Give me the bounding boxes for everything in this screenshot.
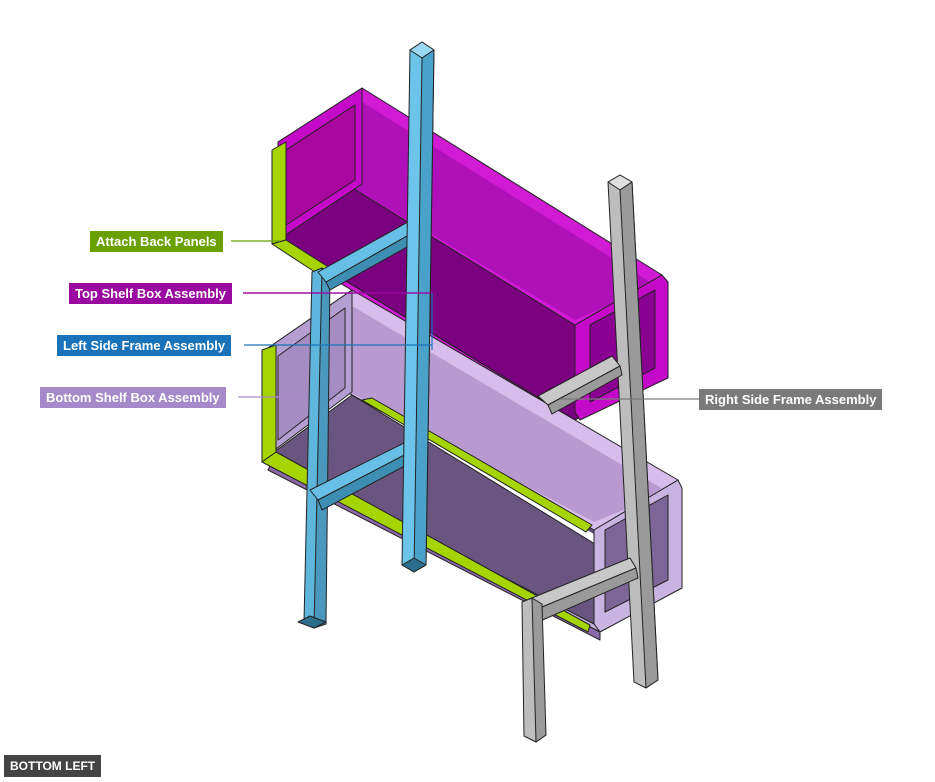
label-bottom-shelf-box: Bottom Shelf Box Assembly [40, 387, 226, 408]
right-side-frame [521, 174, 659, 743]
label-left-side-frame: Left Side Frame Assembly [57, 335, 232, 356]
bottom-shelf-box [261, 289, 683, 641]
view-orientation-badge: BOTTOM LEFT [4, 755, 102, 777]
left-side-frame [297, 41, 435, 629]
label-attach-back-panels: Attach Back Panels [90, 231, 223, 252]
label-top-shelf-box: Top Shelf Box Assembly [69, 283, 232, 304]
label-right-side-frame: Right Side Frame Assembly [699, 389, 883, 410]
